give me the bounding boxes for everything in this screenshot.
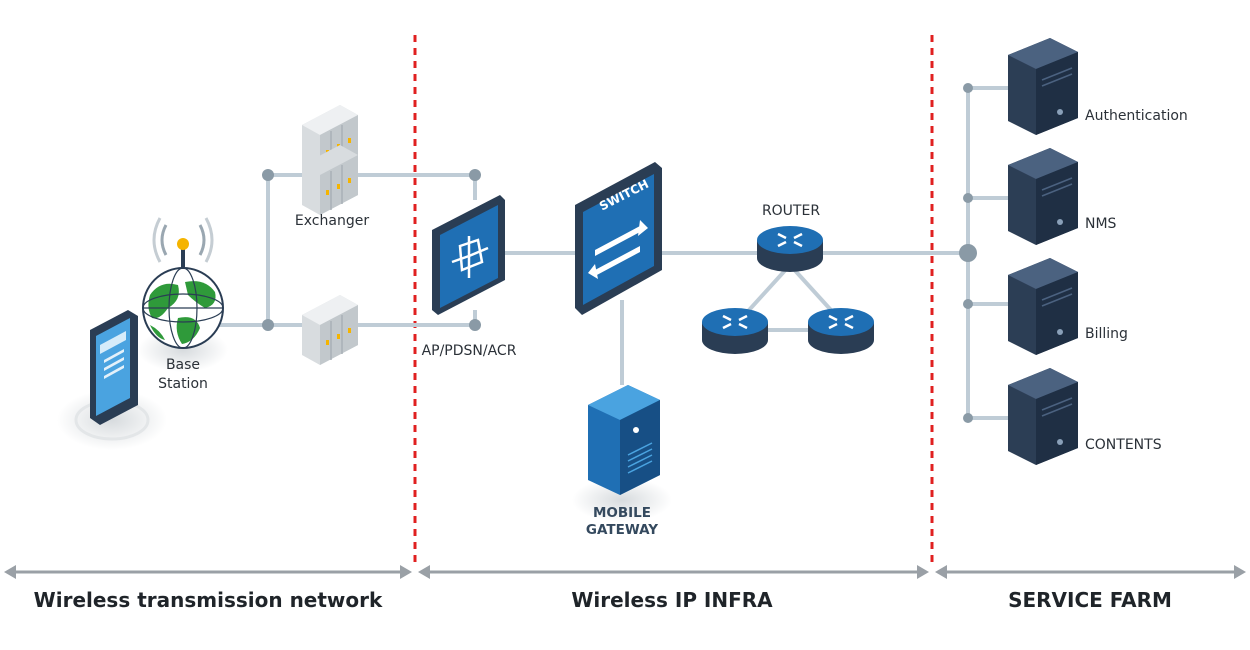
section-service-farm: SERVICE FARM (1008, 588, 1172, 612)
server-label-contents: CONTENTS (1085, 437, 1162, 453)
mobile-gateway-label-line2: GATEWAY (585, 522, 659, 538)
server-billing-icon (1008, 258, 1078, 355)
router-left-icon (702, 308, 768, 354)
section-wireless-ip-infra: Wireless IP INFRA (571, 588, 773, 612)
exchanger-label: Exchanger (294, 213, 370, 229)
base-station-label-line2: Station (158, 376, 208, 392)
access-point-icon (432, 195, 505, 315)
server-authentication-icon (1008, 38, 1078, 135)
junction-dots (262, 83, 977, 423)
router-icon (757, 226, 823, 272)
router-right-icon (808, 308, 874, 354)
section-arrows (4, 565, 1246, 579)
globe-antenna-icon (138, 217, 228, 372)
smartphone-icon (57, 310, 167, 450)
server-label-nms: NMS (1085, 216, 1117, 232)
section-wireless-transmission: Wireless transmission network (33, 588, 383, 612)
server-label-billing: Billing (1085, 326, 1128, 342)
switch-icon (575, 162, 662, 315)
router-label: ROUTER (761, 203, 821, 219)
exchanger-rack-lower-icon (302, 295, 358, 365)
server-label-authentication: Authentication (1085, 108, 1188, 124)
base-station-label-line1: Base (165, 357, 201, 373)
mobile-gateway-label-line1: MOBILE (592, 505, 652, 521)
exchanger-rack-icon (302, 105, 358, 215)
server-tower-icon (572, 385, 672, 522)
mobile-gateway-label: MOBILE GATEWAY (586, 505, 658, 539)
ap-label: AP/PDSN/ACR (421, 343, 517, 359)
server-nms-icon (1008, 148, 1078, 245)
base-station-label: Base Station (158, 356, 208, 394)
server-contents-icon (1008, 368, 1078, 465)
